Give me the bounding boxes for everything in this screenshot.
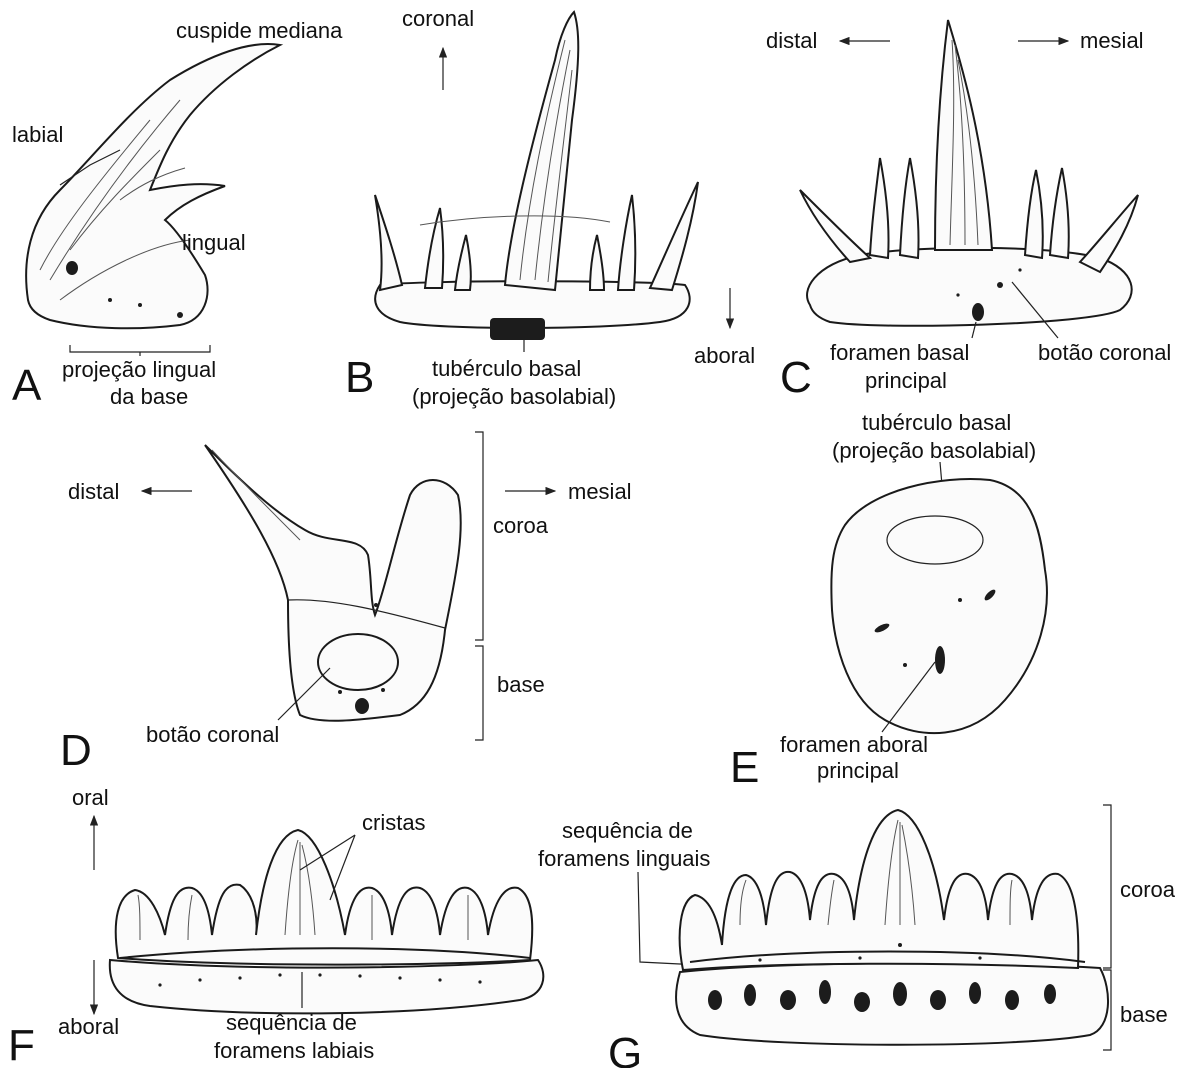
panel-a: cuspide mediana labial lingual projeção …	[12, 18, 343, 410]
label-cuspide-mediana: cuspide mediana	[176, 18, 343, 43]
label-mesial-c: mesial	[1080, 28, 1144, 53]
label-da-base: da base	[110, 384, 188, 409]
panel-f: oral aboral cristas sequê	[8, 785, 543, 1068]
tooth-g-drawing	[676, 810, 1108, 1045]
label-oral: oral	[72, 785, 109, 810]
label-cristas: cristas	[362, 810, 426, 835]
panel-letter-f: F	[8, 1021, 35, 1068]
coroa-bracket-d	[475, 432, 483, 640]
tooth-c-drawing	[800, 20, 1138, 326]
label-projecao-basolabial-e: (projeção basolabial)	[832, 438, 1036, 463]
label-principal-e: principal	[817, 758, 899, 783]
label-coroa-d: coroa	[493, 513, 549, 538]
label-foramen-aboral: foramen aboral	[780, 732, 928, 757]
panel-d: distal mesial coroa base botão coronal D	[60, 432, 632, 775]
label-lingual: lingual	[182, 230, 246, 255]
label-aboral-f: aboral	[58, 1014, 119, 1039]
panel-letter-c: C	[780, 353, 812, 402]
projecao-bracket	[70, 345, 210, 356]
label-botao-coronal-d: botão coronal	[146, 722, 279, 747]
panel-letter-e: E	[730, 743, 759, 792]
label-distal-c: distal	[766, 28, 817, 53]
panel-c: distal mesial foramen basal principal bo…	[766, 20, 1171, 402]
tooth-f-drawing	[110, 830, 544, 1013]
label-base-g: base	[1120, 1002, 1168, 1027]
panel-b: coronal tubérculo basal (projeção basola…	[345, 6, 755, 409]
panel-g: sequência de foramens linguais	[538, 805, 1176, 1068]
panel-letter-b: B	[345, 353, 374, 402]
label-foramens-labiais: foramens labiais	[214, 1038, 374, 1063]
tooth-a-drawing	[26, 44, 280, 328]
panel-letter-g: G	[608, 1029, 642, 1068]
label-foramens-linguais: foramens linguais	[538, 846, 710, 871]
coroa-bracket-g	[1103, 805, 1111, 968]
label-coroa-g: coroa	[1120, 877, 1176, 902]
label-sequencia-de-f: sequência de	[226, 1010, 357, 1035]
label-sequencia-de-g: sequência de	[562, 818, 693, 843]
label-distal-d: distal	[68, 479, 119, 504]
label-principal-c: principal	[865, 368, 947, 393]
tooth-d-drawing	[205, 445, 461, 721]
panel-letter-a: A	[12, 361, 42, 410]
label-foramen-basal: foramen basal	[830, 340, 969, 365]
label-botao-coronal-c: botão coronal	[1038, 340, 1171, 365]
label-tuberculo-basal-b: tubérculo basal	[432, 356, 581, 381]
leader-cristas-2	[330, 835, 355, 900]
base-bracket-d	[475, 646, 483, 740]
label-coronal: coronal	[402, 6, 474, 31]
label-base-d: base	[497, 672, 545, 697]
tooth-e-drawing	[831, 479, 1047, 733]
panel-letter-d: D	[60, 726, 92, 775]
label-labial: labial	[12, 122, 63, 147]
label-mesial-d: mesial	[568, 479, 632, 504]
label-projecao-lingual: projeção lingual	[62, 357, 216, 382]
panel-e: tubérculo basal (projeção basolabial) fo…	[730, 410, 1047, 792]
tooth-b-drawing	[375, 12, 698, 340]
label-aboral-b: aboral	[694, 343, 755, 368]
label-tuberculo-basal-e: tubérculo basal	[862, 410, 1011, 435]
label-projecao-basolabial-b: (projeção basolabial)	[412, 384, 616, 409]
